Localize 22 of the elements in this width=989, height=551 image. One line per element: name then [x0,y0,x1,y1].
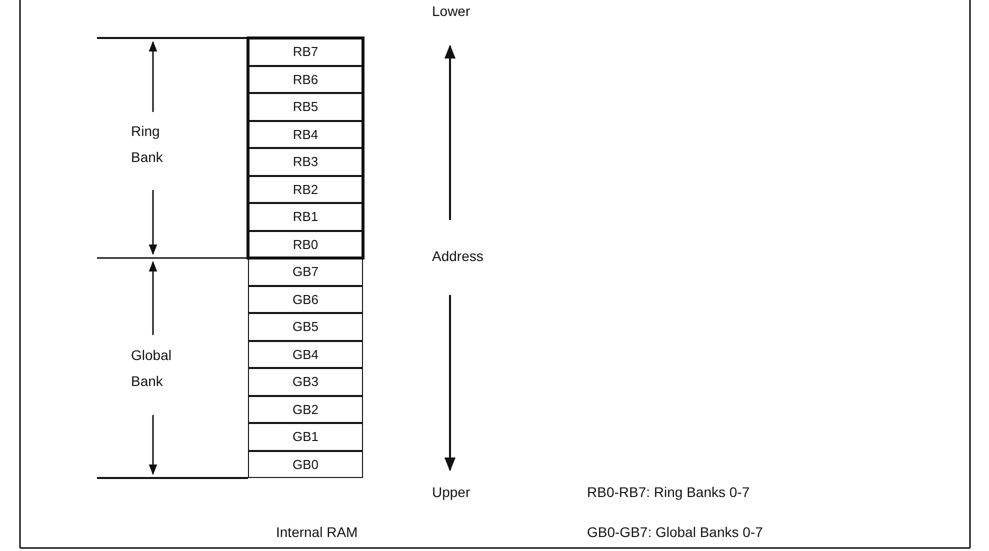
memory-bank-cell: GB4 [248,340,363,368]
dimension-label: Global Bank [131,346,172,391]
memory-bank-cell: RB6 [248,66,363,93]
memory-bank-cell: GB6 [248,286,363,313]
memory-bank-cell: GB5 [248,313,363,340]
memory-bank-cell: GB7 [248,258,363,286]
memory-bank-cell: RB1 [248,203,363,230]
memory-bank-cell: RB4 [248,120,363,148]
axis-label: Lower [432,3,470,19]
dimension-label: Ring Bank [131,122,164,167]
memory-bank-cell: RB2 [248,176,363,203]
legend-note: GB0-GB7: Global Banks 0-7 [587,524,763,540]
legend-note: RB0-RB7: Ring Banks 0-7 [587,484,750,500]
memory-bank-cell: GB1 [248,423,363,450]
memory-bank-cell: GB2 [248,396,363,423]
memory-bank-cell: RB3 [248,148,363,176]
caption: Internal RAM [276,524,358,540]
memory-bank-cell: GB0 [248,450,363,478]
axis-label: Upper [432,484,470,500]
memory-bank-cell: GB3 [248,368,363,396]
axis-label: Address [432,248,484,264]
memory-bank-cell: RB5 [248,93,363,120]
